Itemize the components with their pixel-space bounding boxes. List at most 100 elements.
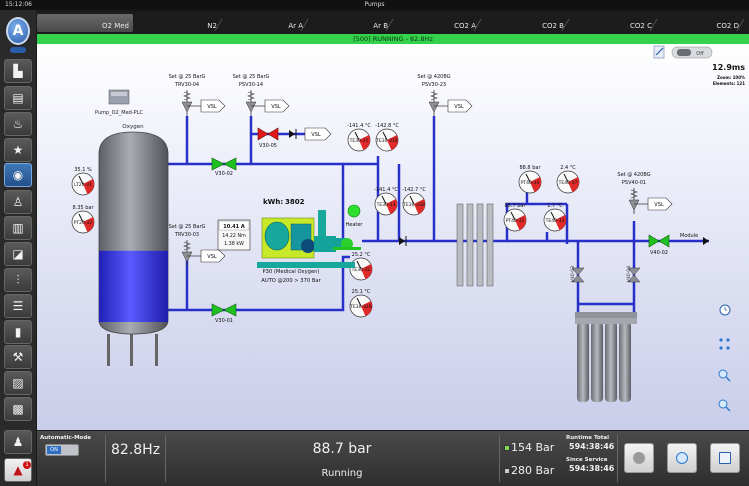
vsl-tag: VSL: [271, 104, 281, 110]
gauge-tag: TE30-31B: [375, 138, 398, 144]
relief-setpoint: Set @ 25 BarG: [169, 224, 206, 230]
gauge-tag: TE30-32B: [349, 304, 372, 310]
plc-device[interactable]: [108, 89, 130, 105]
valve-v30-05[interactable]: [257, 127, 279, 141]
tab-ar-b[interactable]: Ar B: [307, 14, 399, 32]
status-bar: [500] RUNNING - 82.8Hz: [37, 34, 749, 44]
elements-readout: Elements: 121: [713, 81, 745, 86]
pump-p30[interactable]: [257, 210, 361, 268]
heat-exchanger[interactable]: [456, 203, 494, 287]
panel-icon[interactable]: ▤: [4, 86, 32, 110]
kwh-label: kWh:: [263, 198, 283, 206]
valve-v30-02[interactable]: [211, 157, 237, 171]
setpoint-280-indicator[interactable]: [504, 468, 510, 474]
gauge-tag: LT20-31: [74, 182, 92, 188]
cylinder-bundle[interactable]: [575, 312, 637, 402]
factory-icon[interactable]: ▙: [4, 59, 32, 83]
gauge-tag: TE30-32: [351, 267, 371, 273]
edit-icon[interactable]: [653, 45, 665, 59]
gauge-value: -142.7 °C: [402, 187, 426, 193]
window-title: Pumps: [364, 1, 385, 8]
list-icon[interactable]: ☰: [4, 294, 32, 318]
tuning-icon[interactable]: ⫶: [4, 268, 32, 292]
details-button[interactable]: [710, 443, 740, 473]
svg-text:14.22 Nm: 14.22 Nm: [222, 233, 246, 239]
pump-readout[interactable]: 10.41 A 14.22 Nm 1.38 kW: [217, 219, 251, 251]
tab-co2-c[interactable]: CO2 C: [568, 14, 663, 32]
relief-setpoint: Set @ 25 BarG: [233, 74, 270, 80]
automode-label: Automatic-Mode: [40, 435, 91, 441]
logo-icon[interactable]: A: [6, 17, 30, 45]
process-diagram: Pump_O2_Med-PLC Oxygen 35.1 %LT20-318.35…: [71, 45, 745, 412]
tab-ar-a[interactable]: Ar A: [221, 14, 314, 32]
zoom-in-icon[interactable]: [718, 369, 731, 382]
alarm-icon[interactable]: ▲ 1: [4, 458, 32, 482]
tab-co2-a[interactable]: CO2 A: [392, 14, 487, 32]
gauge-lt20-31[interactable]: 35.1 % LT20-31: [71, 167, 95, 196]
vsl-tag-v30-05[interactable]: VSL: [304, 127, 332, 141]
gauge-tag: TE30-33: [376, 202, 396, 208]
automode-on-label: ON: [47, 446, 61, 454]
svg-text:Off: Off: [696, 51, 704, 57]
frequency-readout: 82.8Hz: [111, 442, 161, 458]
zoom-out-icon[interactable]: [718, 399, 731, 412]
fit-screen-icon[interactable]: [719, 338, 730, 350]
overlay-toggle[interactable]: Off: [671, 46, 713, 59]
since-service-label: Since Service: [566, 457, 608, 463]
fire-icon[interactable]: ♨: [4, 112, 32, 136]
user-icon[interactable]: ♟: [4, 430, 32, 454]
star-icon[interactable]: ★: [4, 138, 32, 162]
valve-v40-04[interactable]: [627, 267, 641, 283]
history-icon[interactable]: [719, 304, 731, 316]
gauge-value: -141.4 °C: [347, 123, 371, 129]
svg-text:1.38 kW: 1.38 kW: [224, 241, 244, 247]
stats-icon[interactable]: ▥: [4, 216, 32, 240]
oxygen-tank[interactable]: [98, 131, 169, 366]
tab-co2-b[interactable]: CO2 B: [480, 14, 575, 32]
valve-v40-02[interactable]: [648, 234, 670, 248]
stop-button[interactable]: [624, 443, 654, 473]
valve-v40-03[interactable]: [571, 267, 585, 283]
relief-setpoint: Set @ 420BG: [617, 172, 650, 178]
network-icon[interactable]: ◉: [4, 163, 32, 187]
tab-n2[interactable]: N2: [133, 14, 228, 32]
v40-03-label: V40-03: [570, 266, 576, 282]
cylinders-icon[interactable]: ▮: [4, 320, 32, 344]
svg-text:10.41 A: 10.41 A: [223, 224, 245, 230]
tab-o2-med[interactable]: O2 Med: [37, 14, 133, 32]
heater-indicator[interactable]: [347, 204, 361, 218]
gauge-tag: PT40-34: [521, 180, 540, 186]
play-button[interactable]: [667, 443, 697, 473]
relief-tag: PSV30-23: [422, 82, 446, 88]
valve-v30-01[interactable]: [211, 303, 237, 317]
chart-icon[interactable]: ◪: [4, 242, 32, 266]
tab-co2-d[interactable]: CO2 D: [656, 14, 749, 32]
automode-toggle[interactable]: ON: [45, 444, 79, 456]
runtime-total-value: 594:38:46: [569, 442, 615, 451]
tools-icon[interactable]: ⚒: [4, 345, 32, 369]
book-icon[interactable]: ▩: [4, 397, 32, 421]
gauge-value: 35.1 %: [74, 167, 92, 173]
v30-02-label: V30-02: [215, 171, 233, 177]
tree-icon[interactable]: ♙: [4, 190, 32, 214]
setpoint-154-indicator[interactable]: [504, 445, 510, 451]
relief-setpoint: Set @ 420BG: [417, 74, 450, 80]
notebook-icon[interactable]: ▨: [4, 371, 32, 395]
